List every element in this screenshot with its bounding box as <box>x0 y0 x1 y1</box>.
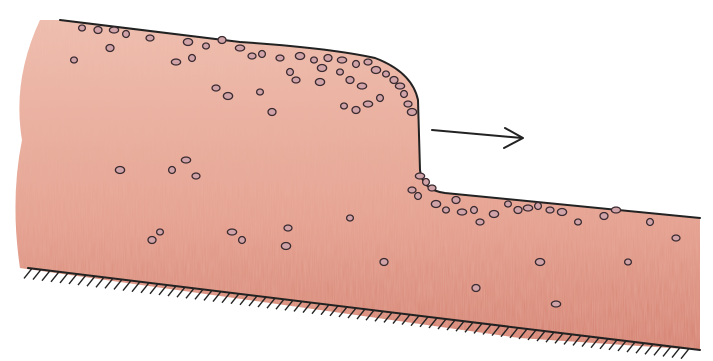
pebble-icon <box>407 109 416 116</box>
pebble-icon <box>423 179 430 186</box>
pebble-icon <box>611 207 620 213</box>
pebble-icon <box>489 211 498 218</box>
pebble-icon <box>353 61 360 68</box>
pebble-icon <box>428 185 436 191</box>
hatch-mark <box>33 270 41 280</box>
pebble-icon <box>146 35 154 41</box>
pebble-icon <box>235 45 244 51</box>
pebble-icon <box>79 25 86 31</box>
hatch-mark <box>51 272 59 282</box>
pebble-icon <box>106 45 114 52</box>
pebble-icon <box>443 207 450 213</box>
pebble-icon <box>248 53 256 59</box>
pebble-icon <box>390 77 398 84</box>
pebble-icon <box>189 55 196 62</box>
pebble-icon <box>337 57 346 63</box>
pebble-icon <box>383 71 390 77</box>
hatch-mark <box>681 349 689 359</box>
pebble-icon <box>647 219 654 226</box>
pebble-icon <box>212 85 220 91</box>
pebble-icon <box>109 27 118 33</box>
pebble-icon <box>169 167 176 174</box>
hatch-mark <box>24 268 32 278</box>
fluid-body <box>15 20 700 350</box>
pebble-icon <box>452 197 460 204</box>
hatch-mark <box>69 274 77 284</box>
pebble-icon <box>505 201 512 207</box>
pebble-icon <box>94 27 102 34</box>
pebble-icon <box>523 205 532 211</box>
pebble-icon <box>268 109 276 116</box>
pebble-icon <box>292 77 300 83</box>
pebble-icon <box>71 57 78 63</box>
pebble-icon <box>281 243 290 250</box>
pebble-icon <box>337 69 344 75</box>
pebble-icon <box>259 51 266 58</box>
hatch-mark <box>60 273 68 283</box>
pebble-icon <box>575 219 582 225</box>
pebble-icon <box>457 209 466 215</box>
pebble-icon <box>183 39 192 46</box>
pebble-icon <box>551 301 560 307</box>
pebble-icon <box>471 207 478 214</box>
hatch-mark <box>663 346 671 356</box>
pebble-icon <box>257 89 264 95</box>
pebble-icon <box>276 55 284 61</box>
arrow-right-icon <box>432 128 523 148</box>
pebble-icon <box>284 225 292 231</box>
pebble-icon <box>472 285 480 292</box>
pebble-icon <box>371 67 380 74</box>
pebble-icon <box>401 91 408 98</box>
pebble-icon <box>346 77 354 84</box>
pebble-icon <box>600 213 608 220</box>
pebble-icon <box>239 237 246 244</box>
pebble-icon <box>287 69 294 76</box>
pebble-icon <box>347 215 354 221</box>
pebble-icon <box>341 103 348 109</box>
pebble-icon <box>404 101 412 107</box>
pebble-icon <box>546 207 554 213</box>
pebble-icon <box>171 59 180 65</box>
pebble-icon <box>514 207 522 214</box>
pebble-icon <box>324 55 332 62</box>
pebble-icon <box>395 83 404 89</box>
pebble-icon <box>295 53 304 60</box>
pebble-icon <box>557 209 566 216</box>
hatch-mark <box>672 348 680 358</box>
pebble-icon <box>408 187 416 193</box>
pebble-icon <box>148 237 156 244</box>
pebble-icon <box>123 31 130 38</box>
pebble-icon <box>357 83 366 89</box>
pebble-icon <box>364 59 372 65</box>
pebble-icon <box>115 167 124 174</box>
pebble-icon <box>218 37 226 44</box>
pebble-icon <box>535 259 544 266</box>
pebble-icon <box>157 229 164 235</box>
pebble-icon <box>317 65 326 72</box>
pebble-icon <box>203 43 210 49</box>
pebble-icon <box>377 95 384 102</box>
pebble-icon <box>315 79 324 86</box>
pebble-icon <box>625 259 632 265</box>
pebble-icon <box>415 173 424 179</box>
pebble-icon <box>431 201 440 208</box>
pebble-icon <box>181 157 190 163</box>
pebble-icon <box>192 173 200 179</box>
pebble-icon <box>415 193 422 200</box>
pebble-icon <box>227 229 236 235</box>
pebble-icon <box>476 219 484 225</box>
pebble-icon <box>352 107 360 114</box>
pebble-icon <box>363 101 372 107</box>
hatch-mark <box>42 271 50 281</box>
pebble-icon <box>672 235 680 241</box>
pebble-icon <box>223 93 232 100</box>
pebble-icon <box>380 259 388 266</box>
pebble-icon <box>535 203 542 210</box>
pebble-icon <box>311 57 318 63</box>
